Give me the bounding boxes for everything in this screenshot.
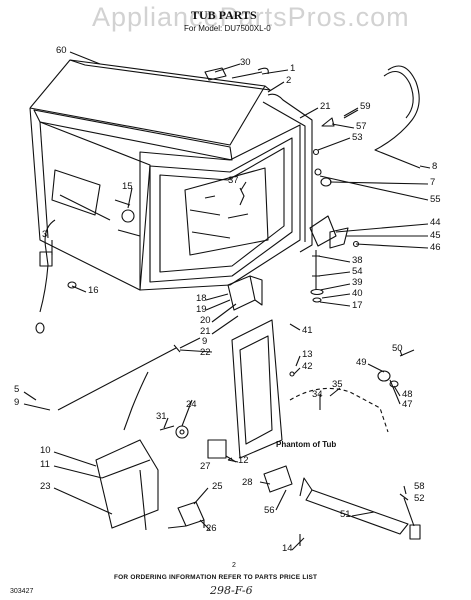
callout-39: 39 (352, 277, 363, 288)
callout-45: 45 (430, 230, 441, 241)
callout-57: 57 (356, 121, 367, 132)
callout-49: 49 (356, 357, 367, 368)
side-bracket (232, 320, 282, 458)
callout-9b: 9 (14, 397, 20, 408)
vent-part (205, 68, 226, 80)
callout-26: 26 (206, 523, 217, 534)
inlet-valve (178, 502, 204, 526)
document-number: 303427 (10, 588, 34, 595)
callout-12: 12 (238, 455, 249, 466)
callout-3: 3 (42, 229, 48, 240)
callout-22: 22 (200, 347, 211, 358)
callout-56: 56 (264, 505, 275, 516)
callout-8: 8 (432, 161, 438, 172)
float-housing (310, 216, 336, 246)
phantom-of-tub-label: Phantom of Tub (276, 440, 337, 449)
tub-front-frame (140, 125, 300, 290)
callout-21b: 21 (200, 326, 211, 337)
drain-hose-coil (375, 66, 420, 168)
callout-21: 21 (320, 101, 331, 112)
duct (306, 490, 408, 534)
callout-37: 37 (228, 175, 239, 186)
fill-hose (40, 220, 55, 312)
callout-15: 15 (122, 181, 133, 192)
callout-27: 27 (200, 461, 211, 472)
callout-28: 28 (242, 477, 253, 488)
callout-30: 30 (240, 57, 251, 68)
door-gasket (268, 94, 312, 252)
motor-bracket (228, 276, 255, 310)
callout-20: 20 (200, 315, 211, 326)
phantom-tub-outline (290, 388, 388, 432)
callout-2: 2 (286, 75, 292, 86)
callout-9: 9 (202, 336, 208, 347)
callout-5: 5 (14, 384, 20, 395)
callout-60: 60 (56, 45, 67, 56)
callout-35: 35 (332, 379, 343, 390)
callout-58: 58 (414, 481, 425, 492)
callout-19: 19 (196, 304, 207, 315)
tub-top-edge (34, 110, 232, 160)
callout-14: 14 (282, 543, 293, 554)
callout-31: 31 (156, 411, 167, 422)
diagram-subtitle: For Model: DU7500XL-0 (184, 24, 271, 33)
ordering-info-note: FOR ORDERING INFORMATION REFER TO PARTS … (114, 574, 318, 581)
page-number: 2 (232, 562, 236, 569)
callout-42: 42 (302, 361, 313, 372)
callout-52: 52 (414, 493, 425, 504)
left-leg-bracket (96, 440, 158, 528)
callout-59: 59 (360, 101, 371, 112)
callout-40: 40 (352, 288, 363, 299)
callout-11: 11 (40, 459, 50, 470)
callout-17: 17 (352, 300, 363, 311)
callout-1: 1 (290, 63, 296, 74)
watermark: AppliancePartsPros.com (92, 2, 410, 32)
callout-53: 53 (352, 132, 363, 143)
callout-48: 48 (402, 389, 413, 400)
callout-54: 54 (352, 266, 363, 277)
callout-47: 47 (402, 399, 413, 410)
callout-18: 18 (196, 293, 207, 304)
diagram-title: TUB PARTS (191, 8, 257, 22)
callout-25: 25 (212, 481, 223, 492)
callout-38: 38 (352, 255, 363, 266)
callout-24: 24 (186, 399, 197, 410)
tub-interior-back (185, 168, 268, 255)
callout-46: 46 (430, 242, 441, 253)
callout-13: 13 (302, 349, 313, 360)
callout-50: 50 (392, 343, 403, 354)
callout-10: 10 (40, 445, 51, 456)
callout-55: 55 (430, 194, 441, 205)
callout-44: 44 (430, 217, 441, 228)
callout-51: 51 (340, 509, 351, 520)
callout-16: 16 (88, 285, 99, 296)
callout-7: 7 (430, 177, 436, 188)
callout-41: 41 (302, 325, 313, 336)
callout-34: 34 (312, 389, 323, 400)
handwritten-note: 298-F-6 (210, 584, 253, 597)
callout-23: 23 (40, 481, 51, 492)
